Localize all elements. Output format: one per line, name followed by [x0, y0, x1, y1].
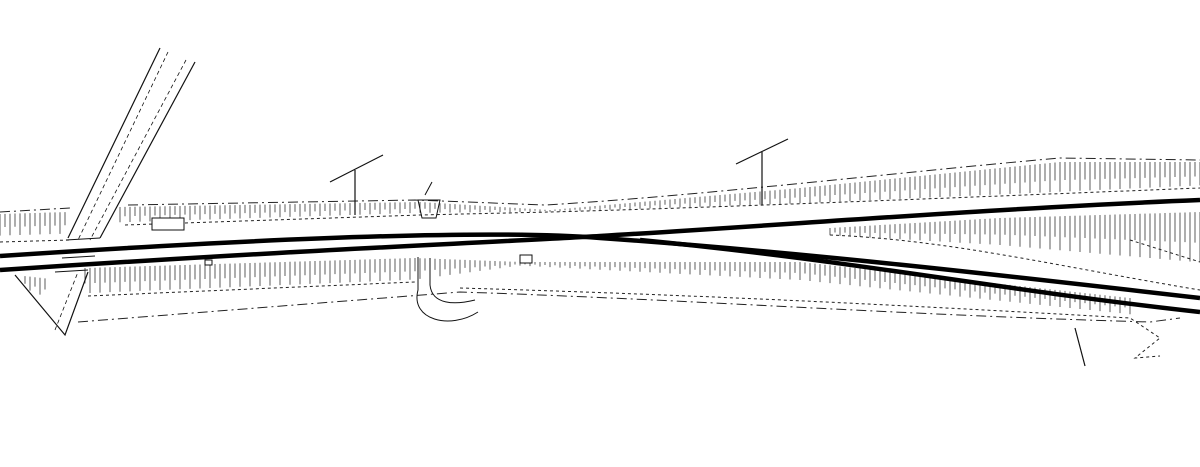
lower-boundary [77, 291, 1181, 323]
road-edge [67, 47, 161, 239]
structures [151, 181, 533, 322]
boundaries [0, 157, 1200, 359]
inner-bank-line [829, 234, 1200, 291]
hut [519, 254, 533, 264]
lower-bank-toe [87, 281, 1161, 359]
road-edge [14, 271, 89, 337]
signal-arm [735, 138, 789, 165]
embankment-hatching [0, 162, 1200, 315]
road-edge [99, 61, 196, 239]
signal-post [1074, 327, 1086, 367]
road-centre [77, 51, 187, 241]
track-main-up [0, 197, 1200, 273]
building [151, 217, 185, 231]
upper-bank-toe [0, 187, 1200, 243]
upper-boundary [0, 157, 1200, 213]
culvert [416, 257, 479, 322]
tracks [0, 197, 1200, 315]
hut [204, 259, 213, 266]
footpath [417, 181, 441, 219]
road-overbridge [14, 47, 196, 337]
road-centre [54, 271, 79, 331]
signals [329, 138, 1086, 367]
track-branch [639, 237, 1200, 315]
signal-arm [329, 154, 384, 183]
